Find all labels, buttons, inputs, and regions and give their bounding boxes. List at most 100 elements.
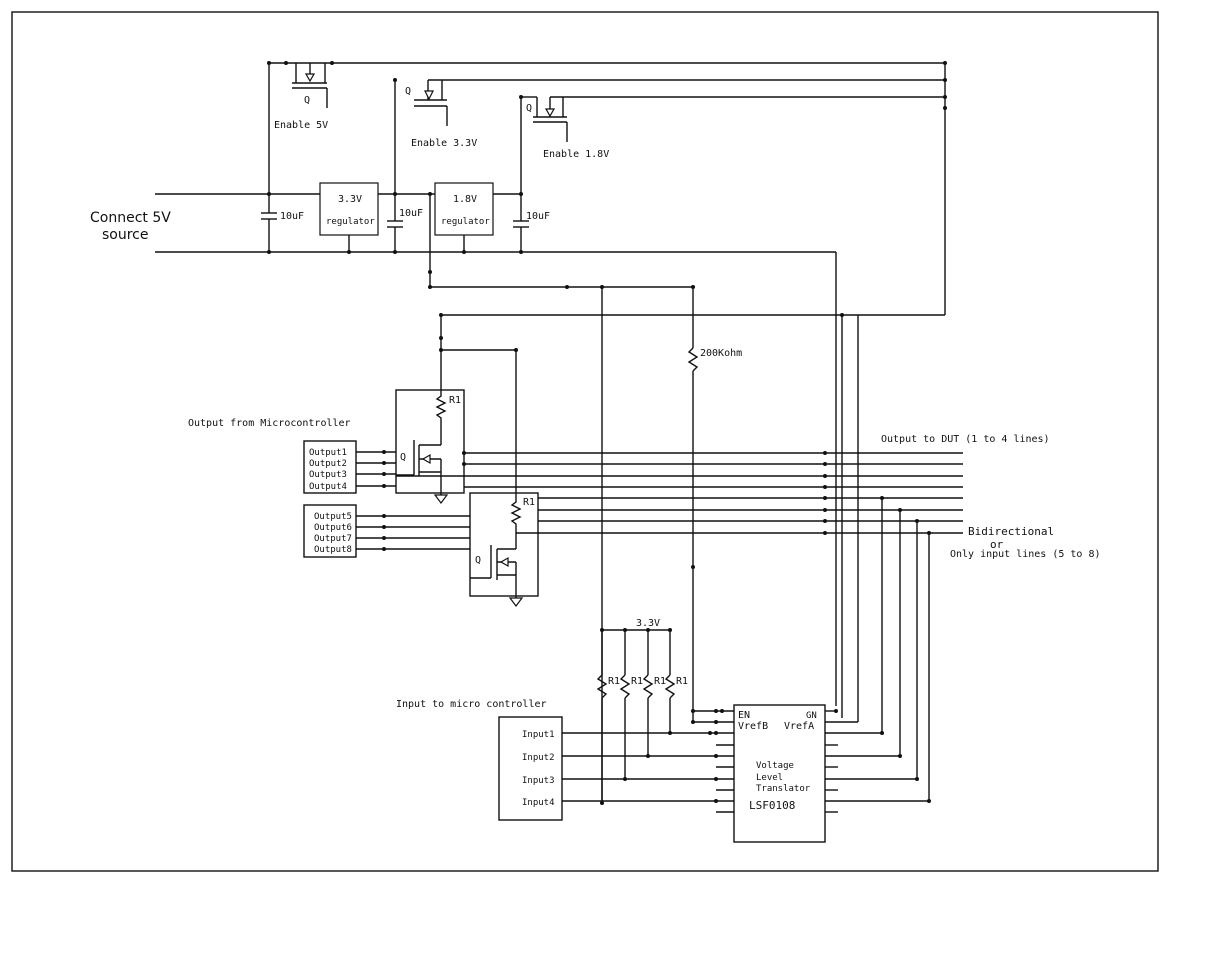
junction-dot — [823, 519, 827, 523]
r1-label: R1 — [608, 676, 620, 687]
chip-vrefb-label: VrefB — [738, 721, 768, 732]
junction-dot — [382, 525, 386, 529]
source-label-1: Connect 5V — [90, 210, 171, 226]
power-rails — [155, 193, 837, 706]
enable-3v3-label: Enable 3.3V — [411, 138, 477, 149]
q-out1-label: Q — [400, 452, 406, 463]
output-connector-2 — [303, 504, 357, 558]
enable-1v8-label: Enable 1.8V — [543, 149, 609, 160]
enable-3v3-switch — [393, 78, 945, 194]
junction-dot — [823, 474, 827, 478]
q-3v3-label: Q — [405, 86, 411, 97]
pullup-rail-label: 3.3V — [636, 618, 660, 629]
output-block-1 — [395, 389, 465, 504]
enable-1v8-switch — [519, 95, 945, 194]
resistor-200k-label: 200Kohm — [700, 348, 742, 359]
resistor-r1 — [642, 674, 654, 699]
output-pin-label: Output5 — [314, 512, 352, 522]
regulator-3v3 — [319, 182, 379, 254]
chip-en-label: EN — [738, 710, 750, 721]
output-pin-label: Output1 — [309, 448, 347, 458]
output-to-dut-label: Output to DUT (1 to 4 lines) — [881, 434, 1050, 445]
junction-dot — [714, 731, 718, 735]
chip-gn-label: GN — [806, 711, 817, 721]
junction-dot — [915, 777, 919, 781]
input-pin-label: Input4 — [522, 798, 555, 808]
regulator-1v8 — [434, 182, 494, 254]
junction-dot — [600, 801, 604, 805]
junction-dot — [462, 462, 466, 466]
resistor-r1 — [619, 674, 631, 699]
junction-dot — [382, 461, 386, 465]
resistor-r1 — [596, 674, 608, 699]
junction-dot — [462, 451, 466, 455]
junction-dot — [714, 754, 718, 758]
junction-dot — [823, 485, 827, 489]
junction-dot — [823, 496, 827, 500]
q-5v-label: Q — [304, 95, 310, 106]
output-pin-label: Output2 — [309, 459, 347, 469]
net-vb — [439, 313, 859, 722]
output-pin-label: Output3 — [309, 470, 347, 480]
resistor-r1 — [664, 674, 676, 699]
source-label-2: source — [102, 227, 149, 243]
capacitor-1 — [261, 192, 277, 254]
junction-dot — [927, 799, 931, 803]
r1-out1-label: R1 — [449, 395, 461, 406]
q-1v8-label: Q — [526, 103, 532, 114]
junction-dot — [382, 484, 386, 488]
input-pin-label: Input2 — [522, 753, 555, 763]
r1-label: R1 — [676, 676, 688, 687]
enable-5v-switch — [267, 61, 945, 194]
only-input-label: Only input lines (5 to 8) — [950, 549, 1101, 560]
junction-dot — [382, 514, 386, 518]
reg-1v8-label: regulator — [441, 217, 490, 227]
junction-dot — [382, 536, 386, 540]
input-to-mcu-label: Input to micro controller — [396, 699, 547, 710]
output-from-mcu-label: Output from Microcontroller — [188, 418, 351, 429]
junction-dot — [382, 472, 386, 476]
capacitor-3 — [513, 192, 529, 254]
cap1-label: 10uF — [280, 211, 304, 222]
cap2-label: 10uF — [399, 208, 423, 219]
input-pin-label: Input1 — [522, 730, 555, 740]
output-pin-label: Output8 — [314, 545, 352, 555]
junction-dot — [823, 451, 827, 455]
output-pin-label: Output7 — [314, 534, 352, 544]
capacitor-2 — [387, 192, 403, 254]
bidirectional-label: Bidirectional — [968, 525, 1054, 538]
or-label: or — [990, 538, 1004, 551]
enable-5v-label: Enable 5V — [274, 120, 328, 131]
r1-out2-label: R1 — [523, 497, 535, 508]
output-pin-label: Output6 — [314, 523, 352, 533]
junction-dot — [823, 508, 827, 512]
junction-dot — [714, 799, 718, 803]
junction-dot — [382, 547, 386, 551]
chip-desc-1: Voltage — [756, 761, 794, 771]
q-out2-label: Q — [475, 555, 481, 566]
junction-dot — [823, 531, 827, 535]
junction-dot — [898, 754, 902, 758]
lsf0108-chip — [691, 704, 858, 843]
reg-1v8-title: 1.8V — [453, 194, 477, 205]
right-bus — [441, 61, 947, 317]
junction-dot — [823, 462, 827, 466]
junction-dot — [382, 450, 386, 454]
reg-3v3-title: 3.3V — [338, 194, 362, 205]
output-connector-1 — [303, 440, 357, 494]
output-block-2 — [469, 492, 539, 607]
input-connector — [498, 716, 563, 821]
output-pin-label: Output4 — [309, 482, 347, 492]
r1-label: R1 — [654, 676, 666, 687]
junction-dot — [880, 731, 884, 735]
r1-label: R1 — [631, 676, 643, 687]
drawing-frame — [11, 11, 1159, 872]
cap3-label: 10uF — [526, 211, 550, 222]
chip-desc-2: Level — [756, 773, 783, 783]
chip-desc-3: Translator — [756, 784, 811, 794]
junction-dot — [708, 731, 712, 735]
input-pin-label: Input3 — [522, 776, 555, 786]
reg-3v3-label: regulator — [326, 217, 375, 227]
junction-dot — [714, 777, 718, 781]
